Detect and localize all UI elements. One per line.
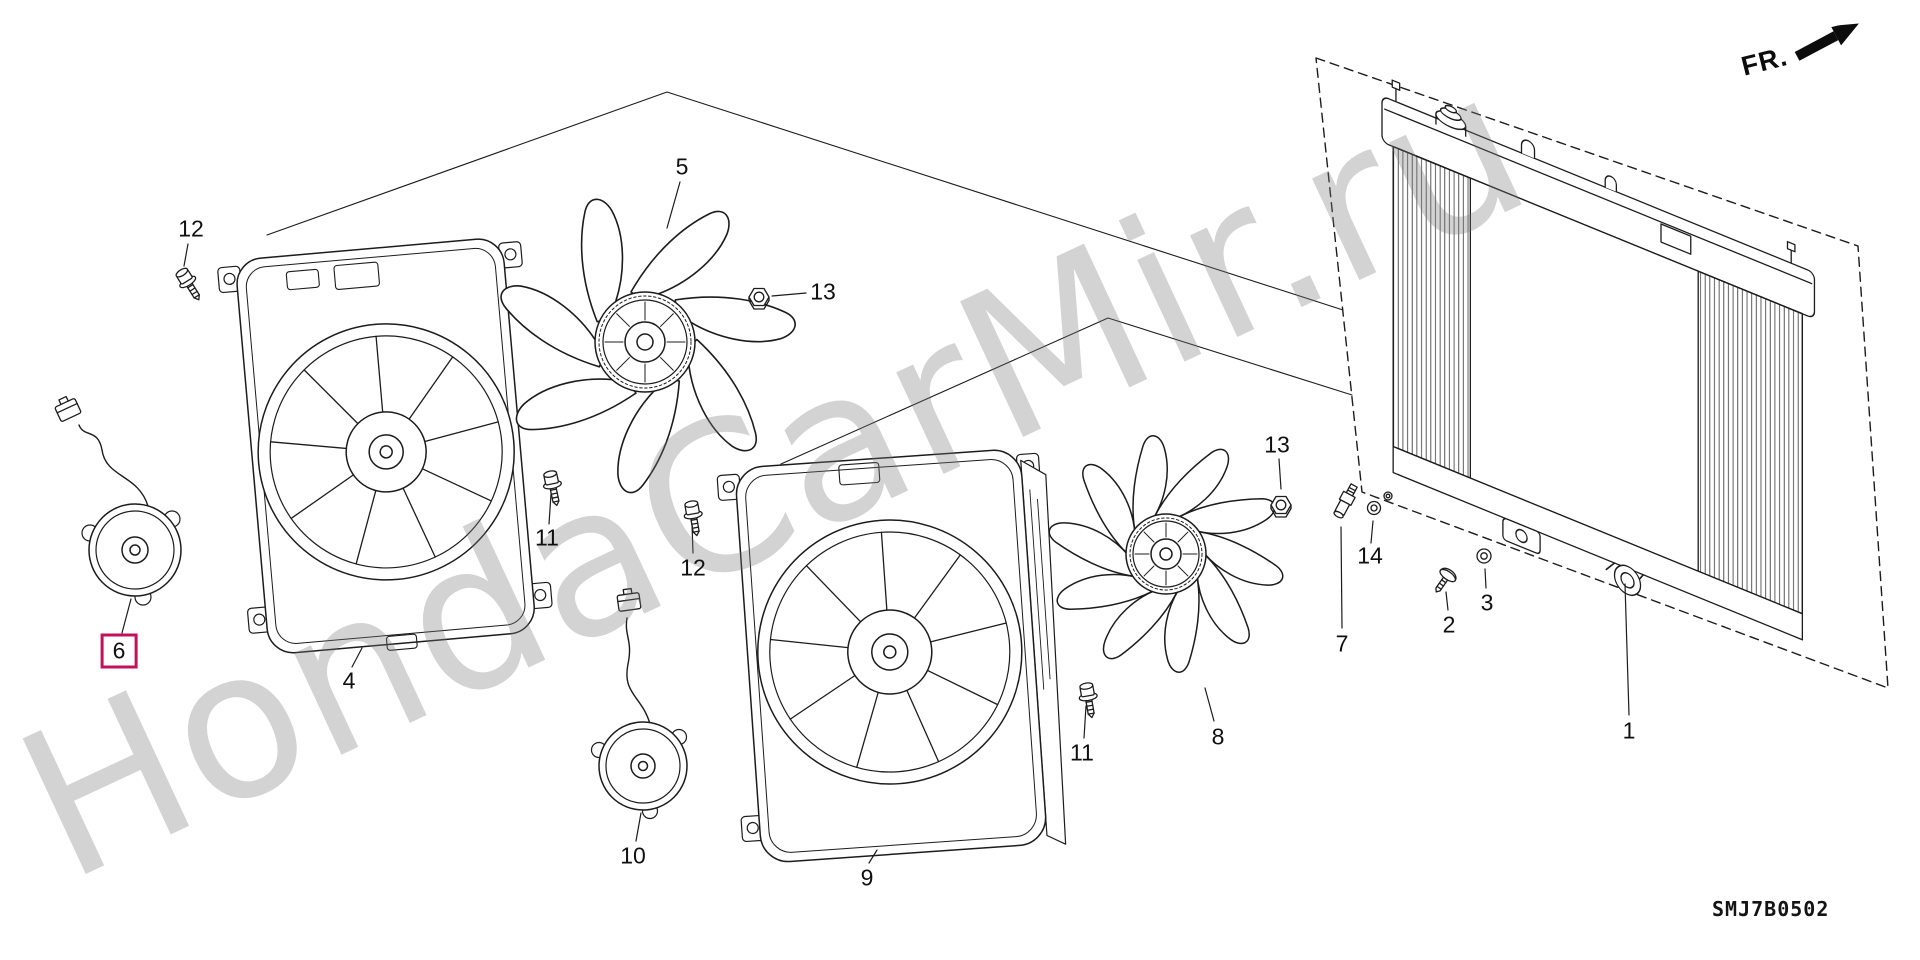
radiator xyxy=(1381,79,1816,641)
sensor-7 xyxy=(1333,483,1358,519)
radiator-clip xyxy=(1604,175,1618,193)
part-label-14[interactable]: 14 xyxy=(1357,542,1383,569)
part-label-11-b[interactable]: 11 xyxy=(1070,739,1094,766)
fan-motor-left xyxy=(51,392,182,606)
part-label-3[interactable]: 3 xyxy=(1480,589,1494,616)
motor-wire xyxy=(625,617,651,725)
bolt-11-a xyxy=(539,468,567,509)
fr-arrow-icon xyxy=(1794,23,1859,61)
motor-connector xyxy=(615,586,642,613)
shroud-spokes xyxy=(269,335,499,565)
radiator-bottom-tank xyxy=(1392,445,1804,641)
fr-direction: FR. xyxy=(1738,19,1872,83)
part-label-13-a[interactable]: 13 xyxy=(810,278,836,305)
part-label-8[interactable]: 8 xyxy=(1211,723,1225,750)
part-label-1[interactable]: 1 xyxy=(1622,717,1636,744)
cooling-fan-left xyxy=(498,194,801,497)
radiator-mount-pins xyxy=(1391,79,1796,263)
drain-plug-2 xyxy=(1435,567,1457,593)
nut-13-a xyxy=(748,287,770,310)
part-label-7[interactable]: 7 xyxy=(1335,630,1349,657)
motor-connector xyxy=(51,392,83,423)
part-label-12-b[interactable]: 12 xyxy=(680,554,706,581)
fan-shroud-right xyxy=(716,449,1067,863)
nut-13-b xyxy=(1270,495,1292,518)
part-label-6-highlighted[interactable]: 6 xyxy=(100,633,138,669)
shroud-spokes xyxy=(769,531,1007,769)
diagram-code: SMJ7B0502 xyxy=(1712,897,1830,921)
part-label-2[interactable]: 2 xyxy=(1442,611,1456,638)
fan-motor-right xyxy=(590,586,688,820)
motor-wire xyxy=(78,424,149,507)
bolt-11-b xyxy=(1076,680,1102,720)
valve-14 xyxy=(1366,491,1393,516)
radiator-filler-neck xyxy=(1435,104,1467,137)
part-label-12-a[interactable]: 12 xyxy=(178,215,204,242)
projection-lines xyxy=(266,91,1353,465)
part-label-4[interactable]: 4 xyxy=(342,667,356,694)
fan-shroud-left xyxy=(217,238,553,654)
part-label-11-a[interactable]: 11 xyxy=(535,524,559,551)
bolt-12-b xyxy=(681,498,707,538)
radiator-bracket xyxy=(1502,517,1541,555)
radiator-outlet xyxy=(1605,562,1644,597)
cooling-fan-right xyxy=(1046,431,1286,677)
part-label-10[interactable]: 10 xyxy=(620,842,646,869)
leader-lines xyxy=(121,181,1630,864)
part-label-5[interactable]: 5 xyxy=(675,153,689,180)
bolt-12-a xyxy=(171,264,208,306)
part-label-9[interactable]: 9 xyxy=(860,864,874,891)
part-label-13-b[interactable]: 13 xyxy=(1264,431,1290,458)
radiator-tag xyxy=(1660,223,1692,255)
radiator-clip xyxy=(1520,139,1536,160)
washer-3 xyxy=(1476,548,1492,564)
radiator-boundary-dashed xyxy=(1315,57,1889,689)
